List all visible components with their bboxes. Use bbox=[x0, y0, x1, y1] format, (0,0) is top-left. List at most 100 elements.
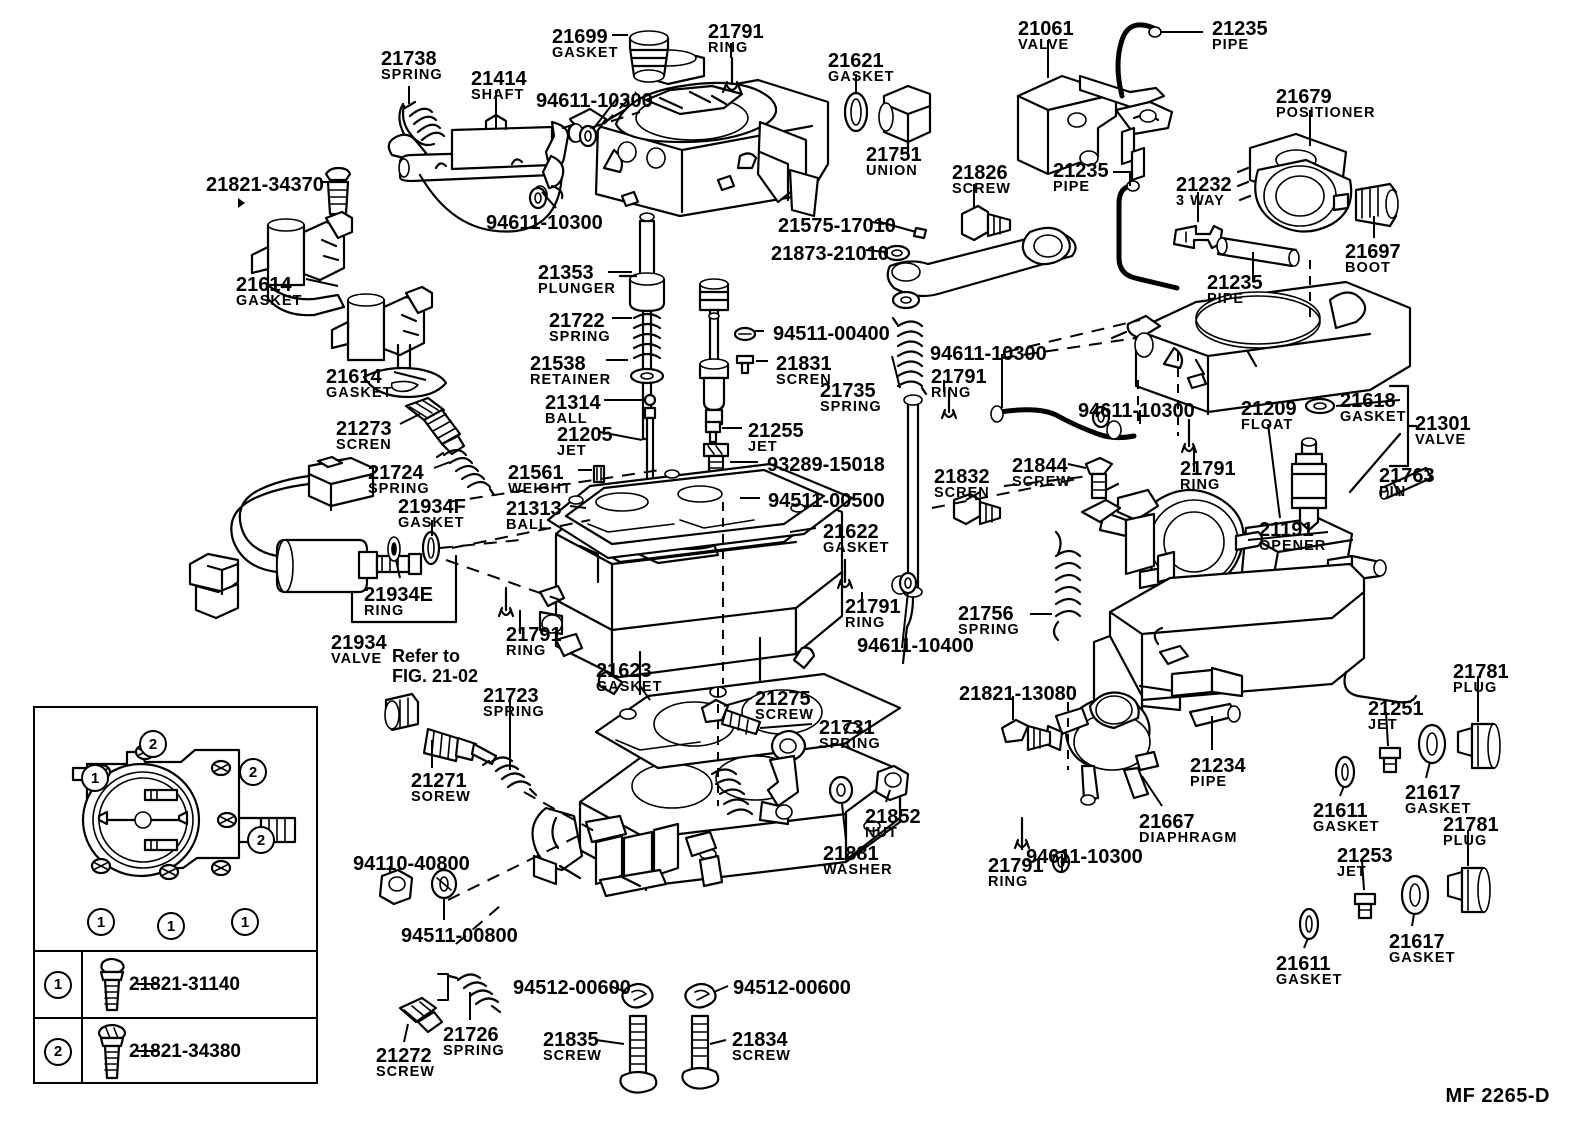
callout-part-name: VALVE bbox=[1415, 431, 1467, 448]
callout-94611-10400: 94611-10400 bbox=[857, 635, 974, 657]
callout-part-number: 21234 bbox=[1190, 755, 1246, 777]
callout-94611-10300: 94611-10300 bbox=[1026, 847, 1143, 867]
callout-94611-10300: 94611-10300 bbox=[1078, 401, 1195, 421]
callout-part-name: GASKET bbox=[1405, 800, 1472, 817]
bolt-icon bbox=[97, 1023, 127, 1080]
callout-part-number: 21756 bbox=[958, 603, 1014, 625]
callout-part-name: JET bbox=[1337, 863, 1367, 880]
callout-part-number: 21821-13080 bbox=[959, 683, 1077, 705]
callout-part-number: 21934F bbox=[398, 496, 466, 518]
callout-part-number: 21622 bbox=[823, 521, 879, 543]
inset-marker-2c: 2 bbox=[247, 826, 275, 854]
callout-part-name: PIPE bbox=[1212, 36, 1250, 53]
inset-marker-1b: 1 bbox=[87, 908, 115, 936]
callout-part-name: SPRING bbox=[483, 703, 545, 720]
callout-part-number: 21699 bbox=[552, 26, 608, 48]
inset-marker-1c: 1 bbox=[157, 912, 185, 940]
inset-row-1-part: 21821-31140 bbox=[83, 952, 316, 1017]
callout-part-number: 21232 bbox=[1176, 174, 1232, 196]
callout-part-name: VALVE bbox=[331, 650, 383, 667]
callout-21575-17010: 21575-17010 bbox=[778, 216, 896, 236]
callout-part-name: RETAINER bbox=[530, 371, 612, 388]
callout-94611-10300: 94611-10300 bbox=[486, 213, 603, 233]
callout-part-number: 21821-34370 bbox=[206, 174, 324, 196]
callout-part-name: PIPE bbox=[1053, 178, 1091, 195]
callout-part-number: 21061 bbox=[1018, 18, 1074, 40]
inset-legend-box: 2 1 2 2 1 1 1 1 21821-31140 2 bbox=[33, 706, 318, 1084]
callout-part-number: 94611-10300 bbox=[536, 90, 653, 112]
callout-part-number: 21831 bbox=[776, 353, 832, 375]
callout-part-name: RING bbox=[364, 602, 405, 619]
callout-part-number: 21751 bbox=[866, 144, 922, 166]
inset-row-2-number: 21821-34380 bbox=[129, 1040, 241, 1062]
callout-part-number: 94611-10400 bbox=[857, 635, 974, 657]
callout-part-number: 21873-21010 bbox=[771, 243, 889, 265]
callout-part-name: SPRING bbox=[381, 66, 443, 83]
callout-part-number: 21667 bbox=[1139, 811, 1195, 833]
callout-part-number: 21273 bbox=[336, 418, 392, 440]
callout-part-name: SPRING bbox=[820, 398, 882, 415]
callout-part-name: UNION bbox=[866, 162, 918, 179]
callout-part-number: 21791 bbox=[845, 596, 901, 618]
callout-part-number: 93289-15018 bbox=[767, 454, 885, 476]
callout-part-name: JET bbox=[557, 442, 587, 459]
callout-part-number: 21353 bbox=[538, 262, 594, 284]
callout-part-number: 21735 bbox=[820, 380, 876, 402]
callout-part-number: 94512-00600 bbox=[513, 977, 631, 999]
callout-part-number: 21621 bbox=[828, 50, 884, 72]
callout-part-name: SCREN bbox=[934, 484, 990, 501]
callout-part-name: SCREW bbox=[952, 180, 1011, 197]
callout-part-number: 21934 bbox=[331, 632, 387, 654]
callout-part-name: GASKET bbox=[1313, 818, 1380, 835]
callout-part-number: 94110-40800 bbox=[353, 853, 470, 875]
inset-marker-2b: 2 bbox=[239, 758, 267, 786]
inset-row-2-part: 21821-34380 bbox=[83, 1019, 316, 1084]
callout-93289-15018: 93289-15018 bbox=[767, 454, 885, 476]
callout-part-number: 21738 bbox=[381, 48, 437, 70]
callout-part-name: JET bbox=[748, 438, 778, 455]
callout-part-number: 21835 bbox=[543, 1029, 599, 1051]
callout-part-name: GASKET bbox=[823, 539, 890, 556]
inset-row-1: 1 21821-31140 bbox=[35, 950, 316, 1017]
callout-part-name: PLUG bbox=[1443, 832, 1488, 849]
callout-part-number: 94511-00500 bbox=[768, 490, 885, 512]
callout-part-number: 21834 bbox=[732, 1029, 788, 1051]
callout-part-number: 21679 bbox=[1276, 86, 1332, 108]
callout-part-number: 21731 bbox=[819, 717, 875, 739]
callout-part-number: 21275 bbox=[755, 688, 811, 710]
refer-line-1: Refer to bbox=[392, 646, 461, 666]
callout-part-name: PLUG bbox=[1453, 679, 1498, 696]
inset-row-2-marker: 2 bbox=[35, 1019, 83, 1084]
callout-part-name: SPRING bbox=[368, 480, 430, 497]
callout-part-number: 21724 bbox=[368, 462, 424, 484]
callout-part-number: 21826 bbox=[952, 162, 1008, 184]
callout-part-number: 21726 bbox=[443, 1024, 499, 1046]
callout-part-number: 21251 bbox=[1368, 698, 1424, 720]
callout-part-name: BOOT bbox=[1345, 259, 1391, 276]
inset-marker-1a: 1 bbox=[81, 764, 109, 792]
callout-part-name: SCREN bbox=[336, 436, 392, 453]
callout-part-number: 21301 bbox=[1415, 413, 1471, 435]
callout-part-name: SCREW bbox=[543, 1047, 602, 1064]
figure-code: MF 2265-D bbox=[1445, 1085, 1550, 1107]
callout-part-name: RING bbox=[845, 614, 886, 631]
